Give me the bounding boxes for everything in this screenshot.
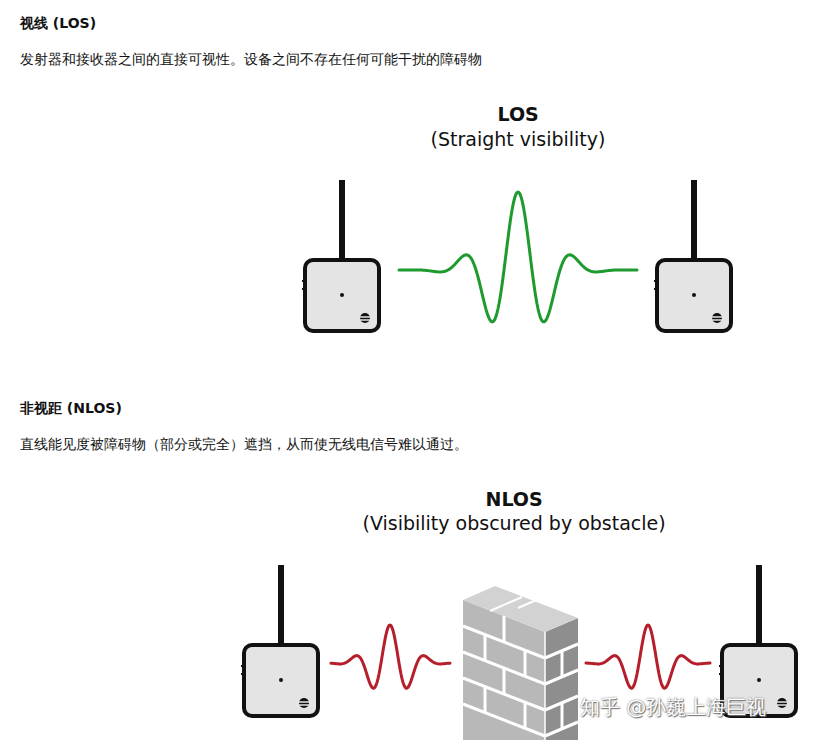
radio-device <box>719 565 796 716</box>
device-dot <box>340 293 344 297</box>
side-mark <box>654 280 659 282</box>
device-dot <box>757 678 761 682</box>
heading-label: 视线 (LOS) <box>20 15 96 33</box>
device-dot <box>279 678 283 682</box>
device-icon <box>777 698 787 708</box>
signal-wave <box>331 625 450 688</box>
signal-wave <box>586 625 710 688</box>
radio-device <box>302 180 379 331</box>
antenna <box>691 180 697 260</box>
brick-wall <box>463 586 578 740</box>
device-icon-line <box>776 704 788 706</box>
side-mark <box>654 288 659 290</box>
side-mark <box>241 665 246 667</box>
wall-mortar <box>463 594 578 740</box>
antenna <box>278 565 284 645</box>
signal-wave <box>399 192 637 322</box>
device-icon <box>360 313 370 323</box>
device-body <box>657 260 731 331</box>
text-label: (Visibility obscured by obstacle) <box>363 512 666 534</box>
side-mark <box>719 665 724 667</box>
heading-label: NLOS <box>486 488 543 510</box>
side-mark <box>241 673 246 675</box>
antenna <box>756 565 762 645</box>
device-icon-line <box>359 316 371 318</box>
heading-label: LOS <box>498 103 539 125</box>
device-body <box>244 645 318 716</box>
side-mark <box>302 288 307 290</box>
device-icon-line <box>711 319 723 321</box>
text-label: 直线能见度被障碍物（部分或完全）遮挡，从而使无线电信号难以通过。 <box>20 436 468 454</box>
side-mark <box>719 673 724 675</box>
radio-device <box>241 565 318 716</box>
text-label: 发射器和接收器之间的直接可视性。设备之间不存在任何可能干扰的障碍物 <box>20 51 482 69</box>
wall-side <box>545 618 578 740</box>
device-icon-line <box>776 701 788 703</box>
device-body <box>305 260 379 331</box>
device-icon-line <box>711 316 723 318</box>
side-mark <box>302 280 307 282</box>
device-icon <box>299 698 309 708</box>
text-label: (Straight visibility) <box>431 128 606 150</box>
device-icon-line <box>298 704 310 706</box>
device-dot <box>692 293 696 297</box>
device-icon <box>712 313 722 323</box>
radio-device <box>654 180 731 331</box>
antenna <box>339 180 345 260</box>
device-icon-line <box>298 701 310 703</box>
watermark: 知乎 @孙巍上海巨视 <box>580 694 766 721</box>
wall-top <box>463 586 578 632</box>
heading-label: 非视距 (NLOS) <box>20 400 122 418</box>
device-icon-line <box>359 319 371 321</box>
